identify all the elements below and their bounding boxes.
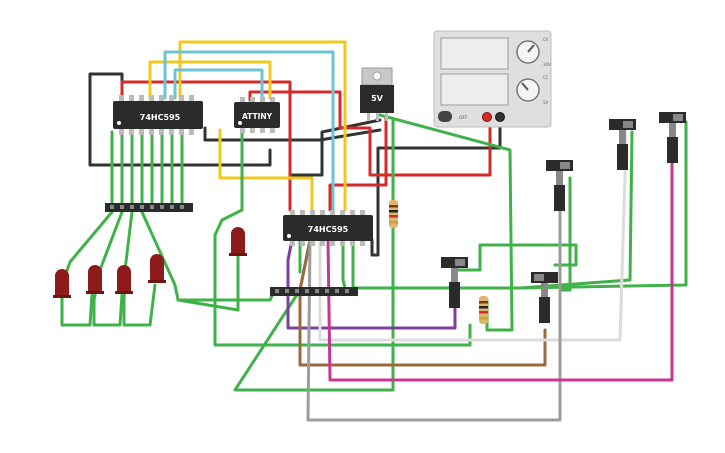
wire-black[interactable] — [370, 116, 502, 257]
wire-green[interactable] — [353, 130, 634, 290]
negative-terminal[interactable] — [495, 112, 505, 122]
wire-cyan[interactable] — [163, 50, 335, 212]
svg-text:CV: CV — [543, 37, 549, 42]
wire-yellow[interactable] — [218, 128, 314, 212]
wire-purple[interactable] — [286, 238, 457, 330]
wire-green[interactable] — [456, 243, 578, 272]
led[interactable] — [86, 265, 104, 294]
voltage-regulator[interactable]: 5V — [360, 67, 394, 121]
resistor[interactable] — [479, 296, 488, 324]
wire-green[interactable] — [341, 238, 347, 290]
led[interactable] — [53, 269, 71, 298]
pin-header-bottom[interactable] — [270, 287, 358, 296]
chip-label: 74HC595 — [140, 113, 181, 122]
wire-yellow[interactable] — [148, 60, 272, 100]
resistor[interactable] — [389, 200, 398, 228]
wire-green[interactable] — [122, 210, 157, 327]
led[interactable] — [229, 227, 247, 256]
wire-magenta[interactable] — [326, 158, 674, 382]
power-switch[interactable] — [438, 111, 452, 122]
microcontroller-attiny[interactable]: ATTINY — [234, 97, 280, 133]
led[interactable] — [115, 265, 133, 294]
slide-switch[interactable] — [659, 112, 686, 163]
pin-header-left[interactable] — [105, 203, 193, 212]
shift-register-top[interactable]: 74HC595 — [113, 95, 203, 135]
wire-green[interactable] — [140, 210, 277, 302]
slide-switch[interactable] — [441, 257, 468, 308]
wire-red[interactable] — [120, 80, 292, 212]
off-label: OFF — [459, 115, 468, 121]
slide-switch[interactable] — [546, 160, 573, 211]
wire-green[interactable] — [213, 126, 472, 347]
svg-text:30V: 30V — [543, 62, 551, 67]
wire-red[interactable] — [248, 90, 492, 177]
chip-label: 74HC595 — [308, 225, 349, 234]
shift-register-bottom[interactable]: 74HC595 — [283, 210, 373, 246]
slide-switch[interactable] — [531, 272, 558, 323]
wire-gray[interactable] — [306, 173, 562, 422]
svg-text:5A: 5A — [543, 100, 549, 105]
slide-switch[interactable] — [609, 119, 636, 170]
wire-red[interactable] — [328, 116, 388, 212]
led[interactable] — [148, 254, 166, 283]
wire-black[interactable] — [203, 126, 382, 142]
svg-text:CC: CC — [543, 75, 549, 80]
wire-cyan[interactable] — [173, 68, 264, 100]
chip-label: ATTINY — [242, 112, 273, 121]
power-supply[interactable]: CV 30V CC 5A OFF — [433, 30, 552, 128]
wire-brown[interactable] — [298, 238, 547, 367]
wire-green[interactable] — [176, 248, 240, 312]
wire-green[interactable] — [518, 120, 688, 290]
regulator-label: 5V — [371, 94, 384, 103]
wire-black[interactable] — [88, 72, 272, 167]
wire-green[interactable] — [60, 210, 114, 327]
wire-green[interactable] — [560, 176, 572, 292]
positive-terminal[interactable] — [482, 112, 492, 122]
wire-green[interactable] — [92, 210, 124, 327]
